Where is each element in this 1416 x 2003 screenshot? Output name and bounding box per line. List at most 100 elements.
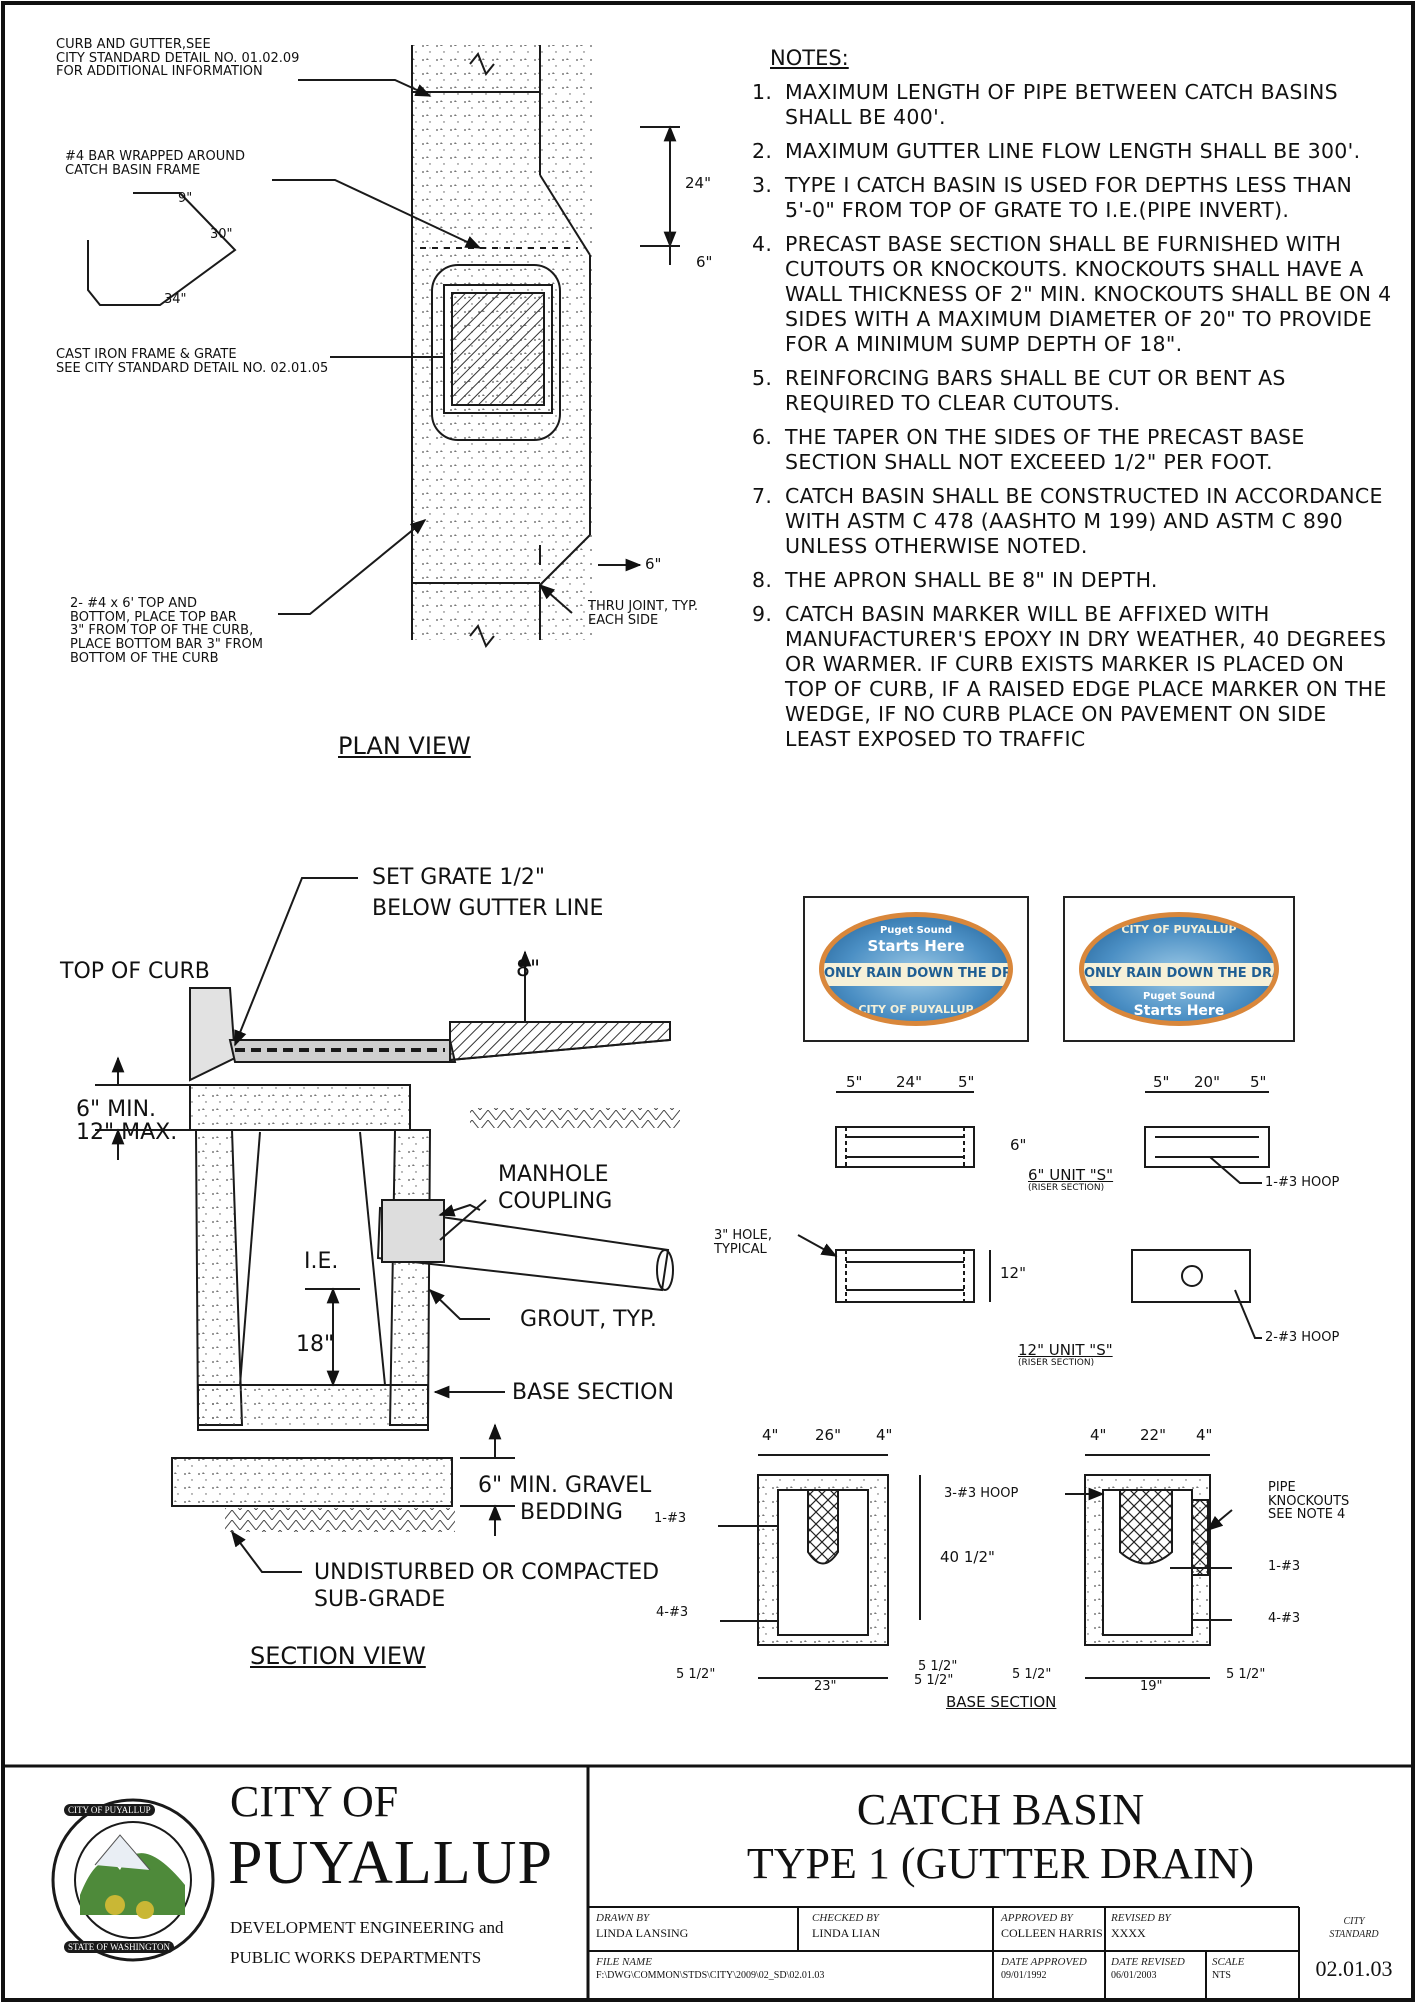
dim-30: 30" xyxy=(210,227,233,242)
title-block-grid xyxy=(588,1906,1300,2000)
curb-note-line1: CURB AND GUTTER,SEE xyxy=(56,37,211,52)
note-text: REINFORCING BARS SHALL BE CUT OR BENT AS… xyxy=(785,366,1286,415)
note-text: THE APRON SHALL BE 8" IN DEPTH. xyxy=(785,568,1158,592)
base-dim-4a: 4" xyxy=(762,1426,779,1444)
unit-6-subtitle: (RISER SECTION) xyxy=(1028,1182,1105,1193)
note-number: 8. xyxy=(752,568,773,592)
note-item: 1.MAXIMUM LENGTH OF PIPE BETWEEN CATCH B… xyxy=(752,80,1392,130)
pipe-line3: SEE NOTE 4 xyxy=(1268,1507,1346,1523)
marker-left-main: ONLY RAIN DOWN THE DRAIN xyxy=(824,966,1012,981)
bar-note-line1: #4 BAR WRAPPED AROUND xyxy=(65,149,245,164)
dim-18: 18" xyxy=(296,1332,335,1357)
riser6b-dim-5d: 5" xyxy=(1250,1073,1267,1091)
drawing-title-line2: TYPE 1 (GUTTER DRAIN) xyxy=(746,1839,1255,1888)
scale-value: NTS xyxy=(1212,1970,1231,1981)
city-seal xyxy=(51,1798,215,1962)
marker-left-starts: Starts Here xyxy=(867,937,965,955)
marker-right-sound: Puget Sound xyxy=(1142,991,1216,1002)
note-number: 3. xyxy=(752,173,773,197)
base-dim-4d: 4" xyxy=(1196,1426,1213,1444)
base-dim-5c: 5 1/2" xyxy=(914,1673,954,1688)
base-hoop-3: 3-#3 HOOP xyxy=(944,1486,1019,1501)
manhole-line1: MANHOLE xyxy=(498,1162,609,1187)
base-dim-40: 40 1/2" xyxy=(940,1548,995,1566)
note-number: 6. xyxy=(752,425,773,449)
unit-12-subtitle: (RISER SECTION) xyxy=(1018,1357,1095,1368)
pipe-knockouts-label: PIPE KNOCKOUTS SEE NOTE 4 xyxy=(1268,1481,1349,1522)
bar-wrap-note: #4 BAR WRAPPED AROUND CATCH BASIN FRAME xyxy=(65,150,245,177)
base-dim-19: 19" xyxy=(1140,1679,1163,1694)
dept-line1: DEVELOPMENT ENGINEERING and xyxy=(230,1918,504,1937)
pipe-line1: PIPE xyxy=(1268,1480,1296,1495)
revised-by-value: XXXX xyxy=(1111,1926,1146,1940)
seal-top-text: CITY OF PUYALLUP xyxy=(64,1804,155,1816)
top-of-curb-label: TOP OF CURB xyxy=(60,959,210,984)
marker-right-main: ONLY RAIN DOWN THE DRAIN xyxy=(1084,966,1279,981)
grout-label: GROUT, TYP. xyxy=(520,1307,657,1332)
thru-joint-line2: EACH SIDE xyxy=(588,612,659,628)
note-item: 7.CATCH BASIN SHALL BE CONSTRUCTED IN AC… xyxy=(752,484,1392,559)
dim-9: 9" xyxy=(178,191,193,206)
date-approved-value: 09/01/1992 xyxy=(1001,1970,1047,1981)
invert-elevation-label: I.E. xyxy=(304,1249,339,1274)
base-dim-22: 22" xyxy=(1140,1426,1166,1444)
note-text: CATCH BASIN MARKER WILL BE AFFIXED WITH … xyxy=(785,602,1387,751)
gravel-line1: 6" MIN. GRAVEL xyxy=(478,1473,652,1498)
base-dim-5a: 5 1/2" xyxy=(676,1667,716,1682)
curb-note-line2: CITY STANDARD DETAIL NO. 01.02.09 xyxy=(56,50,300,66)
frame-note-line1: CAST IRON FRAME & GRATE xyxy=(56,347,237,362)
note-item: 4.PRECAST BASE SECTION SHALL BE FURNISHE… xyxy=(752,232,1392,357)
notes-title: NOTES: xyxy=(770,46,849,70)
revised-by-key: REVISED BY xyxy=(1111,1912,1171,1924)
note-number: 2. xyxy=(752,139,773,163)
base-dim-23: 23" xyxy=(814,1679,837,1694)
note-number: 1. xyxy=(752,80,773,104)
date-approved-key: DATE APPROVED xyxy=(1001,1956,1087,1968)
frame-grate-note: CAST IRON FRAME & GRATE SEE CITY STANDAR… xyxy=(56,348,328,375)
note-text: PRECAST BASE SECTION SHALL BE FURNISHED … xyxy=(785,232,1392,356)
base-bar-3: 4-#3 xyxy=(656,1605,689,1620)
note-number: 9. xyxy=(752,602,773,626)
dim-6-side: 6" xyxy=(645,555,662,573)
bar-top-line2: BOTTOM, PLACE TOP BAR xyxy=(70,609,237,625)
riser-sections-drawing xyxy=(797,1091,1270,1339)
note-item: 8. THE APRON SHALL BE 8" IN DEPTH. xyxy=(752,568,1392,593)
subgrade-line2: SUB-GRADE xyxy=(314,1587,446,1613)
hole-line2: TYPICAL xyxy=(714,1241,767,1257)
standard-number: 02.01.03 xyxy=(1315,1956,1393,1981)
thru-joint-line1: THRU JOINT, TYP. xyxy=(588,599,699,614)
note-text: CATCH BASIN SHALL BE CONSTRUCTED IN ACCO… xyxy=(785,484,1383,558)
bar-note-line2: CATCH BASIN FRAME xyxy=(65,162,201,178)
riser6-dim-5b: 5" xyxy=(958,1073,975,1091)
unit-12-title: 12" UNIT "S" xyxy=(1018,1341,1113,1359)
drain-marker-left: Puget Sound Starts Here ONLY RAIN DOWN T… xyxy=(803,896,1029,1042)
riser6b-dim-5c: 5" xyxy=(1153,1073,1170,1091)
unit-6-label: 6" UNIT "S" (RISER SECTION) xyxy=(1028,1167,1113,1193)
date-revised-value: 06/01/2003 xyxy=(1111,1970,1157,1981)
riser12-dim-12: 12" xyxy=(1000,1264,1026,1282)
frame-note-line2: SEE CITY STANDARD DETAIL NO. 02.01.05 xyxy=(56,360,329,376)
base-dim-26: 26" xyxy=(815,1426,841,1444)
note-item: 3. TYPE I CATCH BASIN IS USED FOR DEPTHS … xyxy=(752,173,1392,223)
checked-by-value: LINDA LIAN xyxy=(812,1926,881,1940)
note-text: TYPE I CATCH BASIN IS USED FOR DEPTHS LE… xyxy=(785,173,1353,222)
base-section-label: BASE SECTION xyxy=(512,1380,674,1405)
note-item: 9. CATCH BASIN MARKER WILL BE AFFIXED WIT… xyxy=(752,602,1392,752)
gravel-bedding-label: 6" MIN. GRAVEL BEDDING xyxy=(478,1474,651,1524)
note-item: 5.REINFORCING BARS SHALL BE CUT OR BENT … xyxy=(752,366,1392,416)
seal-bottom-text: STATE OF WASHINGTON xyxy=(64,1941,174,1953)
note-text: MAXIMUM GUTTER LINE FLOW LENGTH SHALL BE… xyxy=(785,139,1361,163)
min-depth: 6" MIN. xyxy=(76,1097,157,1122)
dim-6-top: 6" xyxy=(696,253,713,271)
plan-view-drawing xyxy=(87,45,680,648)
approved-by-value: COLLEEN HARRIS xyxy=(1001,1926,1103,1940)
riser6-dim-6: 6" xyxy=(1010,1136,1027,1154)
base-section-title: BASE SECTION xyxy=(946,1693,1057,1711)
base-bar-2: 1-#3 xyxy=(1268,1559,1301,1574)
file-name-key: FILE NAME xyxy=(596,1956,652,1968)
bar-top-line1: 2- #4 x 6' TOP AND xyxy=(70,596,197,611)
hoop-2-label: 2-#3 HOOP xyxy=(1265,1330,1340,1345)
set-grate-line1: SET GRATE 1/2" xyxy=(372,865,545,890)
